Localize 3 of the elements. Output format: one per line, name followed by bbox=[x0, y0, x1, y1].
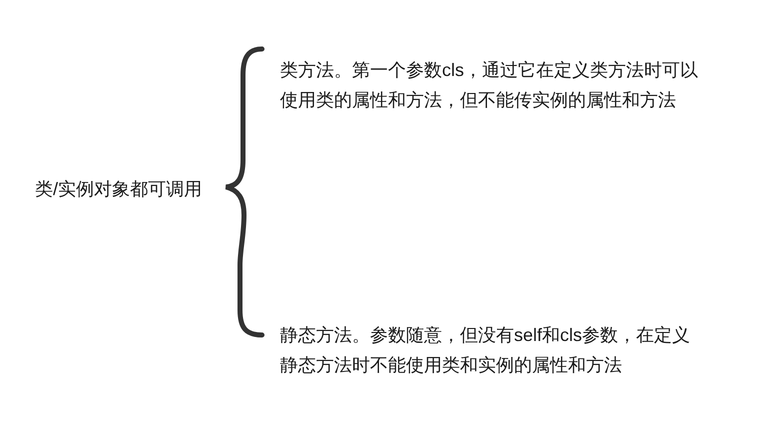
note-text: 静态方法。参数随意，但没有self和cls参数，在定义静态方法时不能使用类和实例的属性和方法 bbox=[280, 324, 692, 377]
note-text: 类方法。第一个参数cls，通过它在定义类方法时可以使用类的属性和方法，但不能传实例的属性和方法 bbox=[280, 59, 699, 112]
note-text: 类/实例对象都可调用 bbox=[35, 178, 204, 201]
